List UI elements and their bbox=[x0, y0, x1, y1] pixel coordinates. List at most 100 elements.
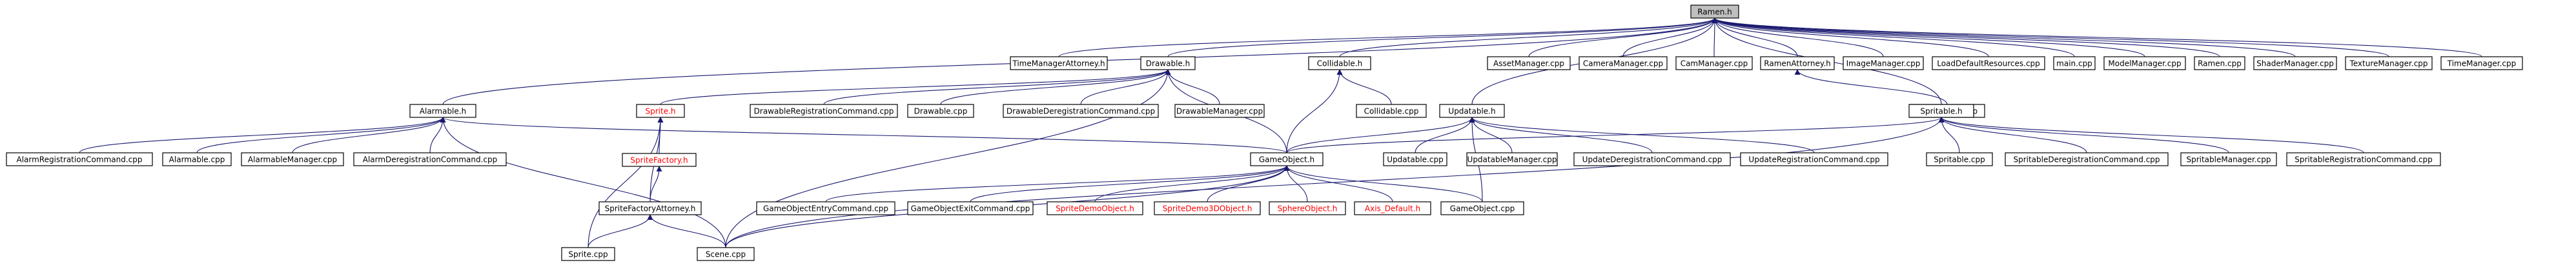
edge-alarmable_cpp-to-alarmable_h bbox=[196, 117, 446, 153]
node-label: Ramen.cpp bbox=[2198, 59, 2242, 68]
node-label: DrawableRegistrationCommand.cpp bbox=[754, 107, 894, 116]
node-texturemgr-cpp[interactable]: TextureManager.cpp bbox=[2345, 56, 2433, 70]
node-sphere-h[interactable]: SphereObject.h bbox=[1269, 201, 1346, 215]
node-label: UpdateDeregistrationCommand.cpp bbox=[1582, 155, 1722, 164]
node-modelmgr-cpp[interactable]: ModelManager.cpp bbox=[2103, 56, 2186, 70]
node-spritedemo-h[interactable]: SpriteDemoObject.h bbox=[1047, 201, 1143, 215]
edge-drawreg_cpp-to-drawable_h bbox=[823, 69, 1171, 105]
node-box bbox=[1908, 104, 1974, 118]
node-label: AlarmableManager.cpp bbox=[248, 155, 337, 164]
node-assetmgr-cpp[interactable]: AssetManager.cpp bbox=[1487, 56, 1571, 70]
edge-main_cpp-to-ramen_h bbox=[1712, 17, 2075, 57]
node-box bbox=[1047, 201, 1143, 215]
node-box bbox=[622, 153, 697, 167]
node-label: SpriteDemoObject.h bbox=[1056, 204, 1134, 213]
node-spritedemo3d-h[interactable]: SpriteDemo3DObject.h bbox=[1154, 201, 1261, 215]
edge-gameobject_h-to-updatable_h bbox=[1286, 117, 1475, 153]
node-goentry-cpp[interactable]: GameObjectEntryCommand.cpp bbox=[756, 201, 895, 215]
node-label: Scene.cpp bbox=[706, 250, 746, 259]
node-spritable-cpp[interactable]: Spritable.cpp bbox=[1926, 152, 1993, 166]
node-box bbox=[1579, 56, 1668, 70]
node-axisdef-h[interactable]: Axis_Default.h bbox=[1354, 201, 1431, 215]
node-alarmreg-cpp[interactable]: AlarmRegistrationCommand.cpp bbox=[6, 152, 153, 166]
edge-drawmgr_cpp-to-drawable_h bbox=[1165, 69, 1220, 105]
node-loaddef-cpp[interactable]: LoadDefaultResources.cpp bbox=[1932, 56, 2045, 70]
node-alarmable-h[interactable]: Alarmable.h bbox=[409, 104, 476, 118]
node-spritmgr-cpp[interactable]: SpritableManager.cpp bbox=[2180, 152, 2277, 166]
node-collidable-cpp[interactable]: Collidable.cpp bbox=[1356, 104, 1427, 118]
node-box bbox=[1154, 201, 1261, 215]
node-box bbox=[2180, 152, 2277, 166]
node-box bbox=[636, 104, 685, 118]
node-box bbox=[2194, 56, 2245, 70]
node-updatable-h[interactable]: Updatable.h bbox=[1439, 104, 1505, 118]
node-sprite-cpp[interactable]: Sprite.cpp bbox=[561, 247, 615, 261]
node-sprite-h[interactable]: Sprite.h bbox=[636, 104, 685, 118]
node-spritdereg-cpp[interactable]: SpritableDeregistrationCommand.cpp bbox=[2005, 152, 2169, 166]
node-ramen-cpp[interactable]: Ramen.cpp bbox=[2194, 56, 2245, 70]
node-drawable-cpp[interactable]: Drawable.cpp bbox=[907, 104, 974, 118]
node-box bbox=[2345, 56, 2433, 70]
node-scene-cpp[interactable]: Scene.cpp bbox=[697, 247, 755, 261]
node-gameobject-cpp[interactable]: GameObject.cpp bbox=[1440, 201, 1524, 215]
node-ramenatt-h[interactable]: RamenAttorney.h bbox=[1760, 56, 1835, 70]
edge-loaddef_cpp-to-ramen_h bbox=[1712, 17, 1989, 57]
node-drawmgr-cpp[interactable]: DrawableManager.cpp bbox=[1174, 104, 1265, 118]
node-alarmmgr-cpp[interactable]: AlarmableManager.cpp bbox=[241, 152, 344, 166]
node-drawreg-cpp[interactable]: DrawableRegistrationCommand.cpp bbox=[750, 104, 898, 118]
node-ramen-h[interactable]: Ramen.h bbox=[1690, 5, 1739, 19]
node-updatable-cpp[interactable]: Updatable.cpp bbox=[1383, 152, 1447, 166]
node-updreg-cpp[interactable]: UpdateRegistrationCommand.cpp bbox=[1740, 152, 1888, 166]
node-spritefactory-h[interactable]: SpriteFactory.h bbox=[622, 153, 697, 167]
node-box bbox=[1356, 104, 1427, 118]
node-label: TimeManager.cpp bbox=[2447, 59, 2517, 68]
node-label: Axis_Default.h bbox=[1365, 204, 1420, 213]
edge-alarmdereg_cpp-to-alarmable_h bbox=[429, 117, 446, 153]
edge-drawable_cpp-to-drawable_h bbox=[940, 69, 1171, 105]
node-box bbox=[2286, 152, 2441, 166]
node-label: SpritableDeregistrationCommand.cpp bbox=[2013, 155, 2160, 164]
node-cameramgr-cpp[interactable]: CameraManager.cpp bbox=[1579, 56, 1668, 70]
node-spritefactatt-h[interactable]: SpriteFactoryAttorney.h bbox=[598, 201, 702, 215]
node-imagemgr-cpp[interactable]: ImageManager.cpp bbox=[1843, 56, 1924, 70]
node-collidable-h[interactable]: Collidable.h bbox=[1308, 56, 1371, 70]
node-spritreg-cpp[interactable]: SpritableRegistrationCommand.cpp bbox=[2286, 152, 2441, 166]
node-spritable-h[interactable]: Spritable.h bbox=[1908, 104, 1974, 118]
node-box bbox=[1843, 56, 1924, 70]
node-gameobject-h[interactable]: GameObject.h bbox=[1250, 152, 1324, 166]
node-label: GameObjectExitCommand.cpp bbox=[911, 204, 1030, 213]
node-box bbox=[2005, 152, 2169, 166]
node-drawable-h[interactable]: Drawable.h bbox=[1140, 56, 1196, 70]
node-box bbox=[1675, 56, 1753, 70]
node-box bbox=[241, 152, 344, 166]
node-box bbox=[598, 201, 702, 215]
node-drawdereg-cpp[interactable]: DrawableDeregistrationCommand.cpp bbox=[1003, 104, 1159, 118]
edge-updreg_cpp-to-updatable_h bbox=[1469, 117, 1815, 153]
node-timemgr-cpp[interactable]: TimeManager.cpp bbox=[2440, 56, 2523, 70]
node-cammgr-cpp[interactable]: CamManager.cpp bbox=[1675, 56, 1753, 70]
edge-spritedemo3d_h-to-gameobject_h bbox=[1207, 165, 1290, 202]
edge-ramen_cpp-to-ramen_h bbox=[1712, 17, 2220, 57]
node-label: SpriteFactory.h bbox=[630, 156, 688, 165]
node-shadermgr-cpp[interactable]: ShaderManager.cpp bbox=[2253, 56, 2337, 70]
edge-scene_cpp-to-alarmable_h bbox=[440, 117, 726, 248]
node-label: ImageManager.cpp bbox=[1846, 59, 1921, 68]
node-upddereg-cpp[interactable]: UpdateDeregistrationCommand.cpp bbox=[1573, 152, 1731, 166]
node-main-cpp[interactable]: main.cpp bbox=[2053, 56, 2096, 70]
edge-spritefactatt_h-to-spritefactory_h bbox=[649, 166, 662, 202]
node-box bbox=[2103, 56, 2186, 70]
node-label: SpritableRegistrationCommand.cpp bbox=[2295, 155, 2433, 164]
node-box bbox=[1760, 56, 1835, 70]
node-tma-h[interactable]: TimeManagerAttorney.h bbox=[1010, 56, 1108, 70]
node-label: Updatable.h bbox=[1448, 107, 1495, 116]
node-updmgr-cpp[interactable]: UpdatableManager.cpp bbox=[1466, 152, 1558, 166]
edge-spritedemo_h-to-gameobject_h bbox=[1094, 165, 1290, 202]
node-label: GameObjectEntryCommand.cpp bbox=[763, 204, 888, 213]
node-alarmdereg-cpp[interactable]: AlarmDeregistrationCommand.cpp bbox=[353, 152, 507, 166]
edge-axisdef_h-to-gameobject_h bbox=[1283, 165, 1393, 202]
edge-gameobject_cpp-to-gameobject_h bbox=[1283, 165, 1483, 202]
node-goexit-cpp[interactable]: GameObjectExitCommand.cpp bbox=[907, 201, 1034, 215]
node-label: SpritableManager.cpp bbox=[2186, 155, 2271, 164]
node-label: Sprite.h bbox=[645, 107, 675, 116]
node-alarmable-cpp[interactable]: Alarmable.cpp bbox=[162, 152, 232, 166]
